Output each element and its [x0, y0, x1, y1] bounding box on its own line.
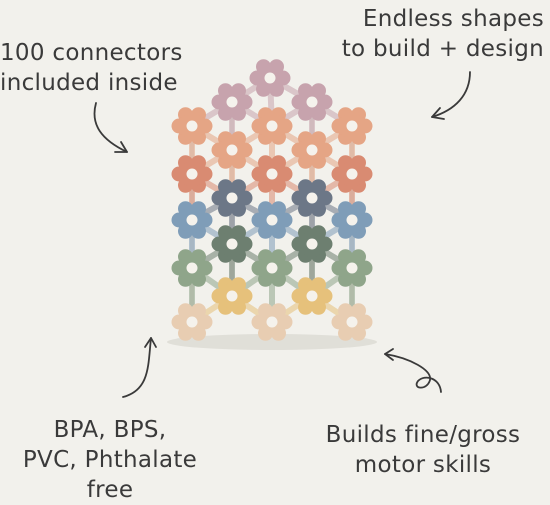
hex-connector: [291, 277, 333, 315]
hex-connector: [211, 83, 253, 121]
hex-connector: [211, 277, 253, 315]
hex-connector: [251, 303, 293, 341]
callout-motor-skills: Builds fine/gross motor skills: [325, 422, 521, 478]
hex-connector: [251, 249, 293, 287]
hex-connector: [211, 179, 253, 217]
hex-connector: [249, 59, 291, 97]
hex-connector: [171, 249, 213, 287]
hex-connector: [171, 155, 213, 193]
hex-connector: [211, 131, 253, 169]
callout-connectors: 100 connectors included inside: [0, 40, 183, 96]
hex-connector: [291, 131, 333, 169]
callout-endless-shapes: Endless shapes to build + design: [341, 6, 544, 62]
hex-connector: [251, 155, 293, 193]
hex-connector: [251, 107, 293, 145]
toy-shadow: [167, 334, 377, 350]
hex-connector: [211, 225, 253, 263]
hex-connector: [331, 107, 373, 145]
hex-connector: [291, 83, 333, 121]
hex-connector: [331, 303, 373, 341]
hex-connector: [171, 107, 213, 145]
hex-connector: [331, 201, 373, 239]
hex-connector: [251, 201, 293, 239]
hex-connector: [331, 155, 373, 193]
hex-connector: [291, 179, 333, 217]
hex-connector: [171, 303, 213, 341]
hex-connector: [331, 249, 373, 287]
hex-connector: [171, 201, 213, 239]
hex-connector: [291, 225, 333, 263]
